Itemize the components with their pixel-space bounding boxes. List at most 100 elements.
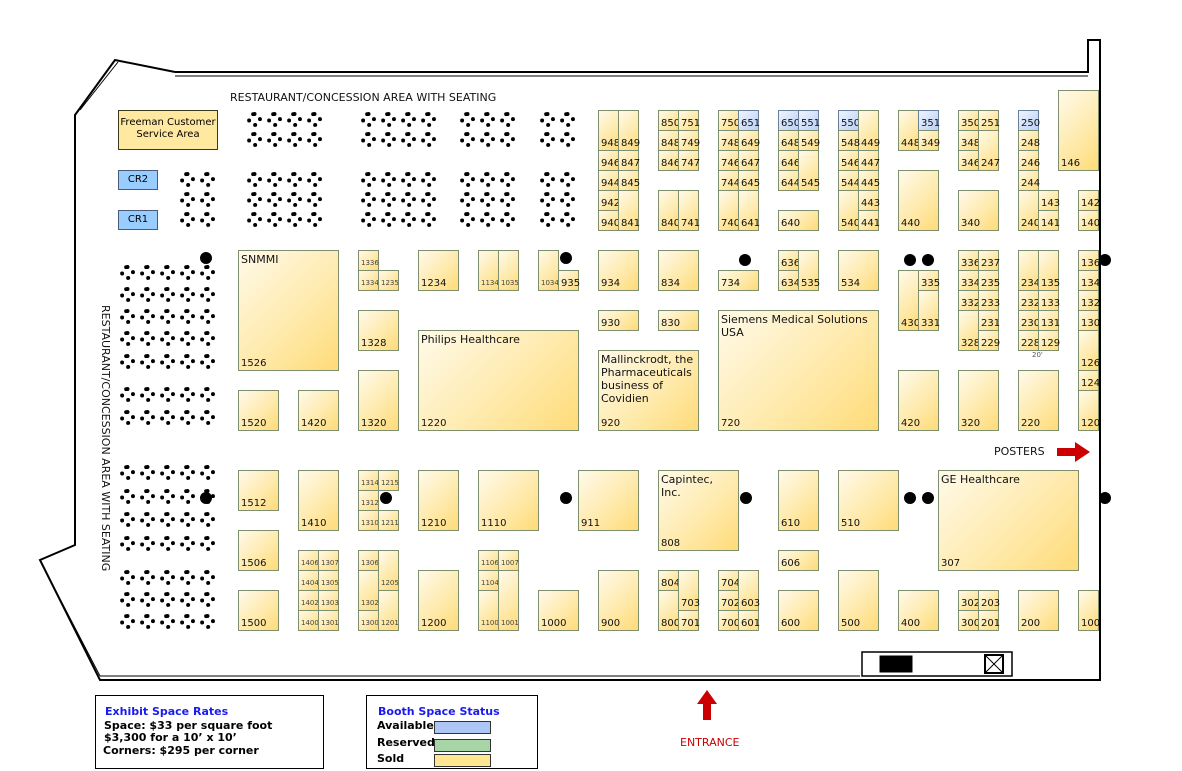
booth-250[interactable]: 250 [1018, 110, 1040, 131]
booth-231[interactable]: 231 [978, 310, 1000, 331]
booth-900[interactable]: 900 [598, 570, 639, 631]
booth-351[interactable]: 351 [918, 110, 940, 131]
booth-129[interactable]: 129 [1038, 330, 1060, 351]
booth-940[interactable]: 940 [598, 210, 620, 231]
booth-420[interactable]: 420 [898, 370, 939, 431]
booth-251[interactable]: 251 [978, 110, 1000, 131]
booth-233[interactable]: 233 [978, 290, 1000, 311]
booth-651[interactable]: 651 [738, 110, 760, 131]
booth-549[interactable]: 549 [798, 130, 820, 151]
booth-346[interactable]: 346 [958, 150, 980, 171]
booth-146[interactable]: 146 [1058, 90, 1099, 171]
booth-849[interactable]: 849 [618, 110, 640, 151]
booth-704[interactable]: 704 [718, 570, 740, 591]
booth-1134[interactable]: 1134 [478, 250, 499, 291]
booth-1410[interactable]: 1410 [298, 470, 339, 531]
booth-1336[interactable]: 1336 [358, 250, 379, 271]
booth-246[interactable]: 246 [1018, 150, 1040, 171]
booth-1215[interactable]: 1215 [378, 470, 399, 491]
booth-1312[interactable]: 1312 [358, 490, 379, 511]
booth-840[interactable]: 840 [658, 190, 680, 231]
booth-230[interactable]: 230 [1018, 310, 1040, 331]
booth-846[interactable]: 846 [658, 150, 680, 171]
booth-845[interactable]: 845 [618, 170, 640, 191]
booth-746[interactable]: 746 [718, 150, 740, 171]
booth-445[interactable]: 445 [858, 170, 880, 191]
booth-808[interactable]: Capintec, Inc.808 [658, 470, 739, 551]
booth-747[interactable]: 747 [678, 150, 700, 171]
booth-1035[interactable]: 1035 [498, 250, 519, 291]
booth-751[interactable]: 751 [678, 110, 700, 131]
booth-1328[interactable]: 1328 [358, 310, 399, 351]
booth-234[interactable]: 234 [1018, 250, 1040, 291]
booth-1314[interactable]: 1314 [358, 470, 379, 491]
booth-1404[interactable]: 1404 [298, 570, 319, 591]
booth-1302[interactable]: 1302 [358, 570, 379, 611]
booth-850[interactable]: 850 [658, 110, 680, 131]
booth-340[interactable]: 340 [958, 190, 999, 231]
booth-804[interactable]: 804 [658, 570, 680, 591]
booth-848[interactable]: 848 [658, 130, 680, 151]
booth-331[interactable]: 331 [918, 290, 940, 331]
booth-830[interactable]: 830 [658, 310, 699, 331]
booth-336[interactable]: 336 [958, 250, 980, 271]
booth-534[interactable]: 534 [838, 250, 879, 291]
booth-237[interactable]: 237 [978, 250, 1000, 271]
booth-600[interactable]: 600 [778, 590, 819, 631]
booth-640[interactable]: 640 [778, 210, 819, 231]
booth-648[interactable]: 648 [778, 130, 800, 151]
booth-1400[interactable]: 1400 [298, 610, 319, 631]
booth-100[interactable]: 100 [1078, 590, 1100, 631]
booth-841[interactable]: 841 [618, 190, 640, 231]
booth-911[interactable]: 911 [578, 470, 639, 531]
booth-335[interactable]: 335 [918, 270, 940, 291]
booth-942[interactable]: 942 [598, 190, 620, 211]
booth-430[interactable]: 430 [898, 270, 920, 331]
booth-247[interactable]: 247 [978, 130, 1000, 171]
booth-647[interactable]: 647 [738, 150, 760, 171]
booth-636[interactable]: 636 [778, 250, 800, 271]
booth-606[interactable]: 606 [778, 550, 819, 571]
booth-302[interactable]: 302 [958, 590, 980, 611]
booth-649[interactable]: 649 [738, 130, 760, 151]
booth-134[interactable]: 134 [1078, 270, 1100, 291]
booth-132[interactable]: 132 [1078, 290, 1100, 311]
booth-641[interactable]: 641 [738, 190, 760, 231]
booth-610[interactable]: 610 [778, 470, 819, 531]
booth-1506[interactable]: 1506 [238, 530, 279, 571]
booth-143[interactable]: 143 [1038, 190, 1060, 211]
booth-700[interactable]: 700 [718, 610, 740, 631]
booth-440[interactable]: 440 [898, 170, 939, 231]
booth-1235[interactable]: 1235 [378, 270, 399, 291]
booth-935[interactable]: 935 [558, 270, 580, 291]
booth-131[interactable]: 131 [1038, 310, 1060, 331]
booth-603[interactable]: 603 [738, 570, 760, 611]
booth-1200[interactable]: 1200 [418, 570, 459, 631]
booth-1306[interactable]: 1306 [358, 550, 379, 571]
booth-1305[interactable]: 1305 [318, 570, 339, 591]
booth-1512[interactable]: 1512 [238, 470, 279, 511]
booth-741[interactable]: 741 [678, 190, 700, 231]
booth-141[interactable]: 141 [1038, 210, 1060, 231]
booth-441[interactable]: 441 [858, 210, 880, 231]
booth-934[interactable]: 934 [598, 250, 639, 291]
booth-1303[interactable]: 1303 [318, 590, 339, 611]
booth-1100[interactable]: 1100 [478, 590, 499, 631]
booth-946[interactable]: 946 [598, 150, 620, 171]
booth-400[interactable]: 400 [898, 590, 939, 631]
booth-550[interactable]: 550 [838, 110, 860, 131]
booth-1110[interactable]: 1110 [478, 470, 539, 531]
booth-944[interactable]: 944 [598, 170, 620, 191]
booth-644[interactable]: 644 [778, 170, 800, 191]
booth-1000[interactable]: 1000 [538, 590, 579, 631]
conference-room-cr2[interactable]: CR2 [118, 170, 158, 190]
booth-201[interactable]: 201 [978, 610, 1000, 631]
booth-544[interactable]: 544 [838, 170, 860, 191]
booth-1007[interactable]: 1007 [498, 550, 519, 571]
booth-334[interactable]: 334 [958, 270, 980, 291]
booth-244[interactable]: 244 [1018, 170, 1040, 191]
booth-1500[interactable]: 1500 [238, 590, 279, 631]
booth-1211[interactable]: 1211 [378, 510, 399, 531]
